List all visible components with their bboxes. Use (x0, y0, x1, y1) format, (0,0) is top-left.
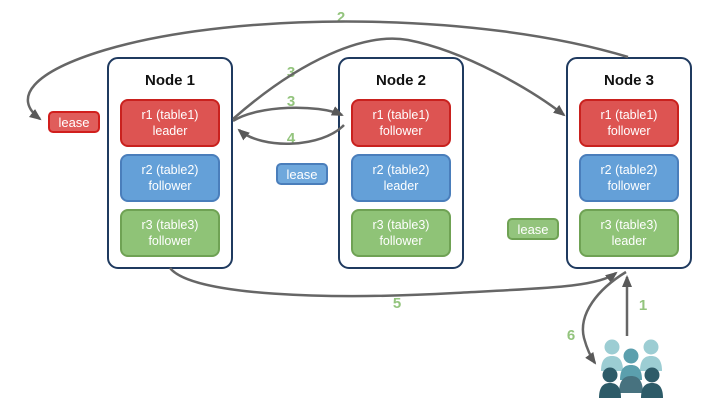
users-icon (599, 339, 663, 398)
step-label-3b: 3 (286, 93, 296, 110)
node-3-replica-r2: r2 (table2) follower (579, 154, 679, 202)
node-3-replica-r3: r3 (table3) leader (579, 209, 679, 257)
replica-role: follower (607, 124, 651, 138)
step-label-1: 1 (638, 297, 648, 314)
lease-badge-table2: lease (276, 163, 328, 185)
node-2-replica-r2: r2 (table2) leader (351, 154, 451, 202)
node-1-replica-r1: r1 (table1) leader (120, 99, 220, 147)
replica-role: follower (148, 179, 192, 193)
arrow-5-node1-to-node3 (169, 267, 618, 298)
replica-name: r3 (table3) (141, 217, 199, 232)
replica-name: r3 (table3) (600, 217, 658, 232)
replica-role: leader (152, 124, 188, 138)
node-3-replica-r1: r1 (table1) follower (579, 99, 679, 147)
lease-badge-table3: lease (507, 218, 559, 240)
replica-name: r3 (table3) (372, 217, 430, 232)
arrow-6-node3-to-users (581, 270, 627, 365)
node-3: Node 3 r1 (table1) follower r2 (table2) … (566, 57, 692, 269)
replica-name: r2 (table2) (372, 162, 430, 177)
replica-role: leader (383, 179, 419, 193)
replica-role: leader (611, 234, 647, 248)
replica-name: r1 (table1) (600, 107, 658, 122)
step-label-3a: 3 (286, 64, 296, 81)
node-2-replica-r1: r1 (table1) follower (351, 99, 451, 147)
replica-role: follower (148, 234, 192, 248)
replica-name: r2 (table2) (600, 162, 658, 177)
replica-name: r1 (table1) (372, 107, 430, 122)
step-label-5: 5 (392, 295, 402, 312)
step-label-2: 2 (336, 9, 346, 26)
step-label-6: 6 (566, 327, 576, 344)
replica-name: r1 (table1) (141, 107, 199, 122)
node-1-replica-r2: r2 (table2) follower (120, 154, 220, 202)
step-label-4: 4 (286, 130, 296, 147)
node-2-title: Node 2 (375, 72, 426, 89)
replica-name: r2 (table2) (141, 162, 199, 177)
node-1-replica-r3: r3 (table3) follower (120, 209, 220, 257)
node-2-replica-r3: r3 (table3) follower (351, 209, 451, 257)
node-1-title: Node 1 (144, 72, 195, 89)
replica-role: follower (379, 124, 423, 138)
replica-role: follower (607, 179, 651, 193)
replica-role: follower (379, 234, 423, 248)
node-1: Node 1 r1 (table1) leader r2 (table2) fo… (107, 57, 233, 269)
node-3-title: Node 3 (603, 72, 654, 89)
node-2: Node 2 r1 (table1) follower r2 (table2) … (338, 57, 464, 269)
lease-badge-table1: lease (48, 111, 100, 133)
